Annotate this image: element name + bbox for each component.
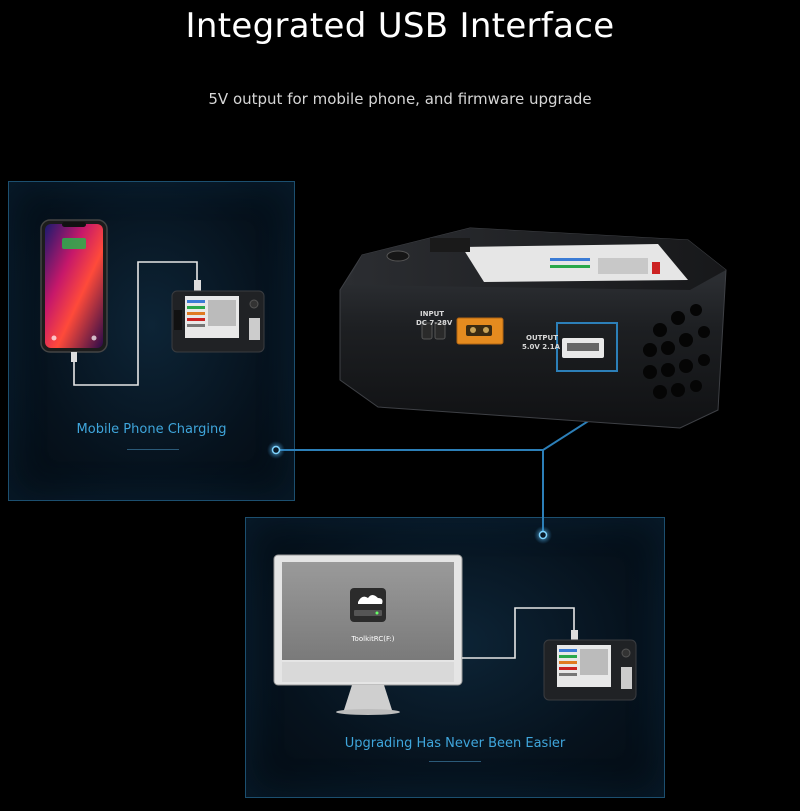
input-label: INPUT	[420, 310, 444, 318]
caption-divider	[127, 449, 179, 450]
main-charger	[339, 227, 727, 429]
firmware-upgrade-caption: Upgrading Has Never Been Easier	[344, 736, 566, 751]
caption-divider	[429, 761, 481, 762]
output-label: OUTPUT	[526, 334, 558, 342]
computer-cable	[462, 607, 575, 659]
smartphone	[40, 219, 108, 353]
drive-label: ToolkitRC(F:)	[351, 635, 395, 643]
page-title: Integrated USB Interface	[185, 6, 615, 46]
phone-cable	[73, 261, 198, 386]
small-charger-upgrade	[543, 639, 637, 701]
lightning-plug	[71, 352, 77, 362]
computer-monitor	[273, 554, 463, 715]
phone-charging-caption: Mobile Phone Charging	[76, 422, 227, 437]
output-rating: 5.0V 2.1A	[522, 343, 561, 351]
small-charger-front	[171, 290, 265, 353]
input-rating: DC 7-28V	[416, 319, 453, 327]
fan-grille	[643, 304, 710, 399]
usb-plug	[571, 630, 578, 641]
page-subtitle: 5V output for mobile phone, and firmware…	[208, 90, 592, 108]
usb-plug	[194, 280, 201, 291]
usb-drive-icon	[350, 588, 386, 622]
